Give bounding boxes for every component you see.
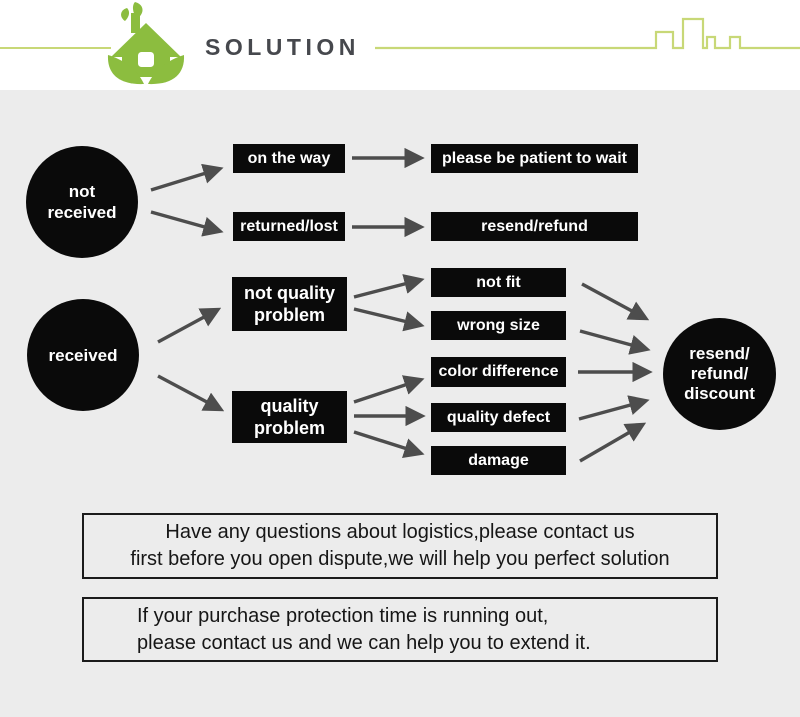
node-please-be-patient: please be patient to wait <box>431 144 638 173</box>
node-returned-lost: returned/lost <box>233 212 345 241</box>
node-not-received: not received <box>26 146 138 258</box>
node-not-fit: not fit <box>431 268 566 297</box>
header-divider-left <box>0 47 111 49</box>
node-quality-problem: quality problem <box>232 391 347 443</box>
node-not-quality-problem: not quality problem <box>232 277 347 331</box>
node-wrong-size: wrong size <box>431 311 566 340</box>
logistics-note: Have any questions about logistics,pleas… <box>82 513 718 579</box>
eco-house-logo-icon <box>107 2 185 85</box>
node-quality-defect: quality defect <box>431 403 566 432</box>
node-on-the-way: on the way <box>233 144 345 173</box>
node-damage: damage <box>431 446 566 475</box>
city-skyline-line-icon <box>375 17 800 50</box>
node-resend-refund-discount: resend/ refund/ discount <box>663 318 776 430</box>
page-title: SOLUTION <box>205 34 360 60</box>
node-color-difference: color difference <box>431 357 566 387</box>
node-received: received <box>27 299 139 411</box>
protection-time-note: If your purchase protection time is runn… <box>82 597 718 662</box>
header: SOLUTION <box>0 0 800 90</box>
node-resend-refund: resend/refund <box>431 212 638 241</box>
